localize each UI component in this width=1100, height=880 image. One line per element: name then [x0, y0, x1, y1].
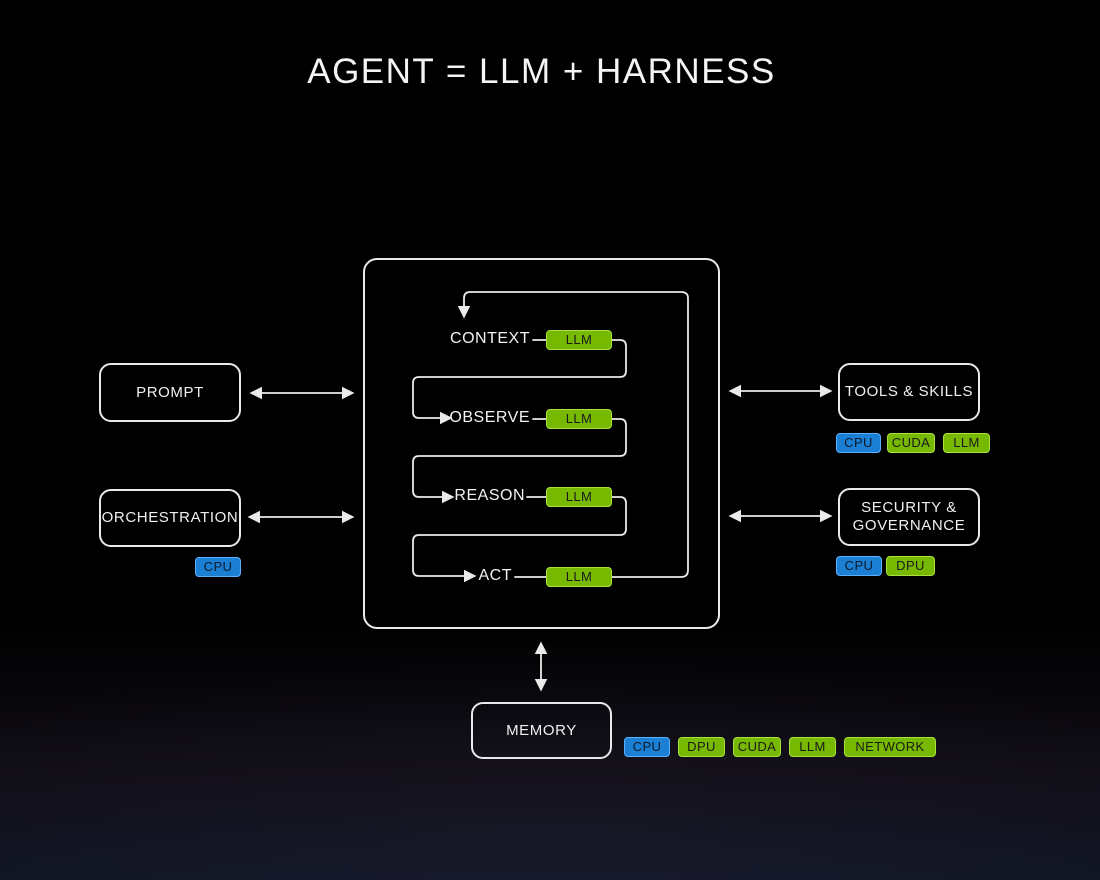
tools-skills-node: TOOLS & SKILLS	[838, 363, 980, 421]
tools-skills-label: TOOLS & SKILLS	[844, 383, 974, 400]
tools-cpu-tag: CPU	[836, 433, 881, 453]
memory-dpu-tag: DPU	[678, 737, 725, 757]
memory-label: MEMORY	[506, 721, 577, 739]
step-reason-label: REASON	[454, 487, 525, 504]
loop-reason-to-act	[412, 496, 627, 583]
tools-cuda-tag: CUDA	[887, 433, 935, 453]
step-act-label: ACT	[478, 567, 512, 584]
orchestration-cpu-tag: CPU	[195, 557, 241, 577]
tools-llm-tag: LLM	[943, 433, 990, 453]
loop-observe-to-reason	[412, 418, 627, 504]
security-cpu-tag: CPU	[836, 556, 882, 576]
prompt-label: PROMPT	[136, 383, 204, 401]
security-governance-node: SECURITY & GOVERNANCE	[838, 488, 980, 546]
step-act-llm-tag: LLM	[546, 567, 612, 587]
memory-llm-tag: LLM	[789, 737, 836, 757]
orchestration-node: ORCHESTRATION	[99, 489, 241, 547]
loop-act-back-to-context	[457, 291, 689, 578]
step-context-llm-tag: LLM	[546, 330, 612, 350]
memory-network-tag: NETWORK	[844, 737, 936, 757]
step-context-label: CONTEXT	[450, 330, 530, 347]
loop-context-to-observe	[412, 339, 627, 425]
orchestration-label: ORCHESTRATION	[101, 509, 239, 526]
memory-node: MEMORY	[471, 702, 612, 759]
memory-cuda-tag: CUDA	[733, 737, 781, 757]
step-observe-llm-tag: LLM	[546, 409, 612, 429]
security-dpu-tag: DPU	[886, 556, 935, 576]
prompt-node: PROMPT	[99, 363, 241, 422]
security-label-line2: GOVERNANCE	[852, 517, 966, 534]
step-reason-llm-tag: LLM	[546, 487, 612, 507]
harness-container	[363, 258, 720, 629]
diagram-title: AGENT = LLM + HARNESS	[307, 52, 776, 91]
step-observe-label: OBSERVE	[449, 409, 530, 426]
security-label-line1: SECURITY &	[861, 499, 957, 516]
memory-cpu-tag: CPU	[624, 737, 670, 757]
